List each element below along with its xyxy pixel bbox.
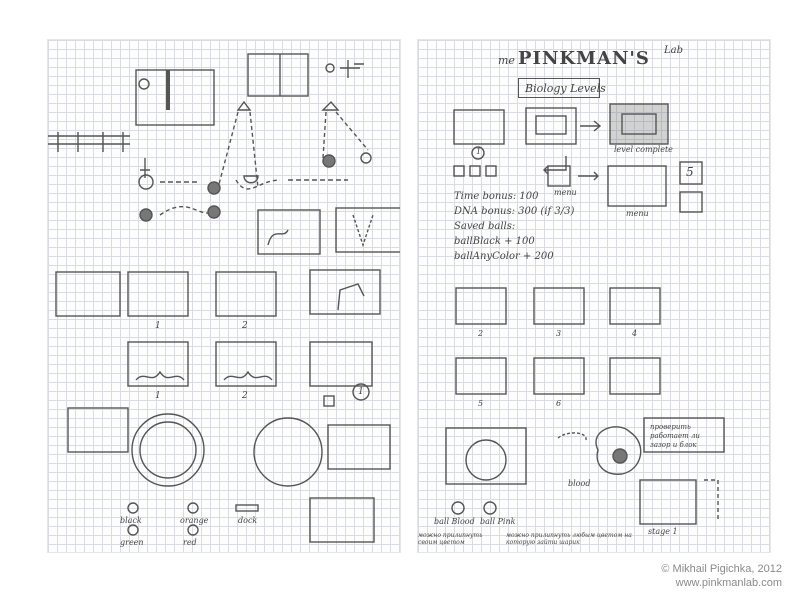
panel-number: 1 — [358, 387, 364, 397]
sketch-panel — [135, 69, 215, 126]
sketch-circle — [131, 413, 205, 487]
sketch-panel — [127, 271, 189, 317]
copyright: © Mikhail Pigichka, 2012 www.pinkmanlab.… — [661, 562, 782, 590]
sketch-panel — [335, 207, 400, 253]
sketch-panel — [215, 271, 277, 317]
sketch-panel — [127, 341, 189, 387]
level-number: 5 — [478, 399, 484, 408]
left-notebook-page: 1 2 1 2 1 black orange green red dock — [48, 40, 400, 552]
panel-number: 1 — [155, 391, 161, 401]
legend-dock: dock — [238, 516, 258, 525]
ball-pink-label: ball Pink — [480, 517, 516, 526]
right-notebook-page: me PINKMAN'S Lab Biology Levels — [418, 40, 770, 552]
biology-levels-label: Biology Levels — [525, 82, 606, 95]
copyright-line: © Mikhail Pigichka, 2012 — [661, 563, 782, 575]
bonus-line: Saved balls: — [454, 221, 516, 232]
left-page-sketches — [48, 53, 400, 543]
level-number: 4 — [632, 329, 638, 338]
bonus-line: Time bonus: 100 — [454, 191, 539, 202]
ball-blood-label: ball Blood — [434, 517, 475, 526]
title-prefix: me — [498, 54, 515, 67]
sketch-panel — [257, 209, 321, 255]
box-note: проверить работает ли зазор и блок — [650, 423, 700, 449]
sketch-panel — [309, 269, 381, 315]
right-page-sketches — [445, 103, 725, 525]
sketch-panel — [247, 53, 309, 97]
bonus-line: DNA bonus: 300 (if 3/3) — [454, 206, 575, 217]
biology-levels-box: Biology Levels — [518, 78, 606, 98]
legend-green: green — [120, 538, 144, 547]
legend-orange: orange — [180, 516, 209, 525]
level-number: 6 — [556, 399, 562, 408]
copyright-url: www.pinkmanlab.com — [675, 577, 782, 589]
menu-label-small: menu — [554, 188, 577, 197]
menu-label-grid: menu — [626, 209, 649, 218]
sketch-panel — [309, 341, 373, 387]
lock-number: 5 — [686, 165, 694, 179]
russian-note-left: можно прилипнуть своим цветом — [418, 532, 483, 546]
bonus-list: Time bonus: 100 DNA bonus: 300 (if 3/3) … — [454, 192, 574, 267]
sketch-panel — [327, 424, 391, 470]
legend-red: red — [183, 538, 197, 547]
level-number: 1 — [476, 147, 482, 156]
panel-number: 1 — [155, 321, 161, 331]
level-number: 3 — [556, 329, 562, 338]
level-complete-label: level complete — [614, 145, 673, 154]
bonus-line: ballAnyColor + 200 — [454, 251, 554, 262]
panel-number: 2 — [242, 391, 248, 401]
sketch-panel — [55, 271, 121, 317]
title-lab: Lab — [664, 45, 684, 56]
bonus-line: ballBlack + 100 — [454, 236, 535, 247]
panel-number: 2 — [242, 321, 248, 331]
legend-black: black — [120, 516, 142, 525]
stage-label: stage 1 — [648, 527, 678, 536]
sketch-panel — [309, 497, 375, 543]
sketch-panel — [215, 341, 277, 387]
sketch-panel — [67, 407, 129, 453]
russian-note-right: можно прилипнуть любым цветом на которую… — [506, 532, 632, 546]
page-title: PINKMAN'S — [518, 48, 650, 69]
level-number: 2 — [478, 329, 484, 338]
blood-label: blood — [568, 479, 591, 488]
